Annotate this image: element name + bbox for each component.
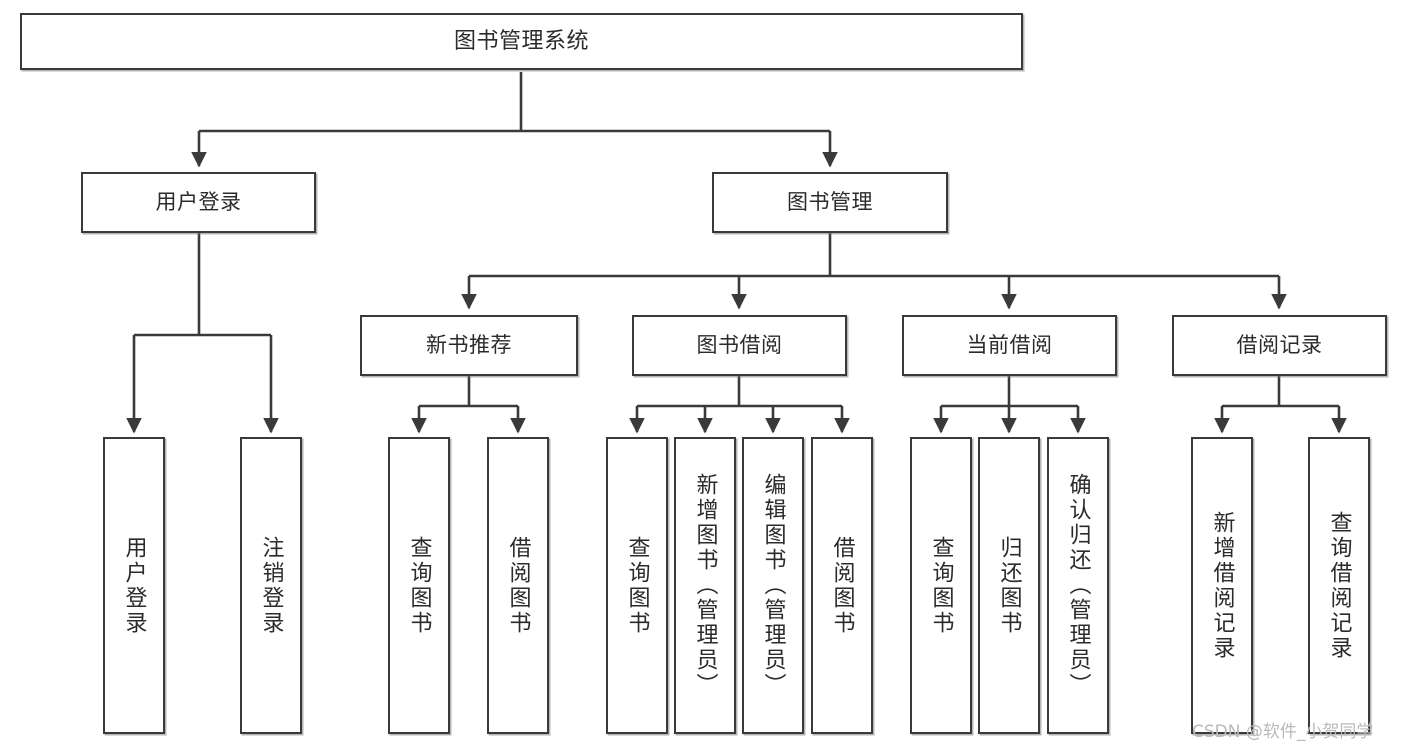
node-label: 借阅图书 [505,535,531,636]
leaf-user-login[interactable]: 用户登录 [103,437,165,734]
node-new-book-recommend[interactable]: 新书推荐 [360,315,578,376]
leaf-borrow-edit-book-admin[interactable]: 编辑图书（管理员） [742,437,804,734]
leaf-borrow-add-book-admin[interactable]: 新增图书（管理员） [674,437,736,734]
node-root-book-management-system[interactable]: 图书管理系统 [20,13,1023,70]
node-label: 查询借阅记录 [1326,510,1352,661]
leaf-current-query-book[interactable]: 查询图书 [910,437,972,734]
leaf-borrow-borrow-book[interactable]: 借阅图书 [811,437,873,734]
node-label: 确认归还（管理员） [1065,473,1091,698]
leaf-record-query-borrow-record[interactable]: 查询借阅记录 [1308,437,1370,734]
node-label: 图书管理 [787,190,873,215]
node-label: 借阅图书 [829,535,855,636]
node-borrow-record[interactable]: 借阅记录 [1172,315,1387,376]
csdn-watermark: CSDN @软件_小贺同学 [1192,722,1374,742]
node-label: 编辑图书（管理员） [760,473,786,698]
node-book-management[interactable]: 图书管理 [712,172,948,233]
node-label: 查询图书 [624,535,650,636]
leaf-recommend-query-book[interactable]: 查询图书 [388,437,450,734]
node-label: 查询图书 [928,535,954,636]
node-label: 用户登录 [121,535,147,636]
node-label: 图书借阅 [696,333,783,358]
node-label: 注销登录 [258,535,284,636]
node-book-borrow[interactable]: 图书借阅 [632,315,847,376]
node-label: 当前借阅 [966,333,1053,358]
leaf-current-confirm-return-admin[interactable]: 确认归还（管理员） [1047,437,1109,734]
leaf-logout[interactable]: 注销登录 [240,437,302,734]
leaf-recommend-borrow-book[interactable]: 借阅图书 [487,437,549,734]
node-label: 新书推荐 [426,333,512,358]
node-label: 归还图书 [996,535,1022,636]
node-label: 图书管理系统 [453,28,589,54]
node-label: 新增图书（管理员） [692,473,718,698]
leaf-current-return-book[interactable]: 归还图书 [978,437,1040,734]
node-label: 用户登录 [155,190,242,215]
node-user-login[interactable]: 用户登录 [81,172,316,233]
node-label: 新增借阅记录 [1209,510,1235,661]
node-label: 借阅记录 [1236,333,1323,358]
node-label: 查询图书 [406,535,432,636]
leaf-record-add-borrow-record[interactable]: 新增借阅记录 [1191,437,1253,734]
node-current-borrow[interactable]: 当前借阅 [902,315,1117,376]
leaf-borrow-query-book[interactable]: 查询图书 [606,437,668,734]
